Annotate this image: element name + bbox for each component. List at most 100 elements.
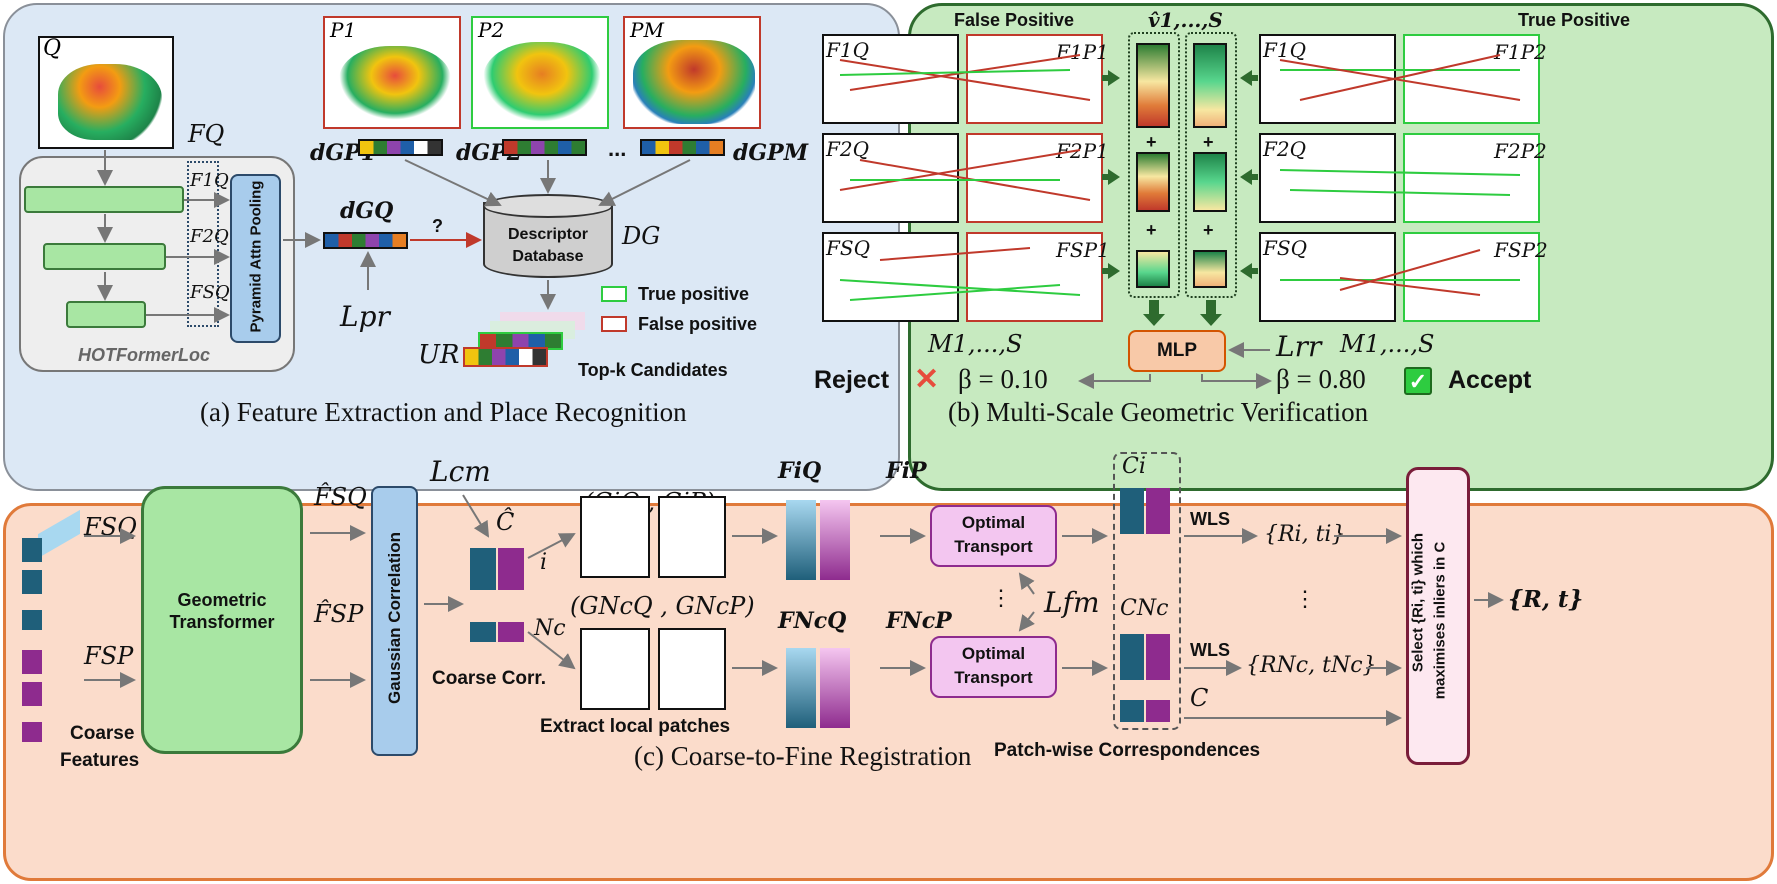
patch-nc-q [580, 628, 650, 710]
loss-cm: Lcm [430, 455, 491, 488]
ot-2a: Optimal [961, 644, 1026, 663]
descriptor-p1 [358, 139, 443, 156]
candidate-pm: PM [623, 16, 761, 129]
fine-feature-i-q [786, 500, 816, 580]
tp-query-s [1259, 232, 1396, 322]
fp-p1-label: F1P1 [1056, 40, 1109, 64]
panel-a-arrows [97, 150, 691, 323]
coarse-feature-q-3 [22, 570, 42, 594]
ot-vdots: ⋮ [990, 585, 1012, 610]
caption-a: (a) Feature Extraction and Place Recogni… [200, 397, 687, 427]
plus-1a: + [1146, 132, 1157, 152]
fp-query-s [822, 232, 959, 322]
tree-cloud [339, 46, 451, 120]
gaussian-correlation [371, 486, 418, 756]
true-positive-title: True Positive [1518, 10, 1631, 30]
coarse-feature-q-2 [22, 538, 42, 562]
descriptor-p2 [502, 139, 587, 156]
p1-label: P1 [330, 18, 357, 42]
fncp-label: FNcP [886, 608, 952, 634]
fsp-label: FSP [84, 642, 134, 670]
tp-q2-label: F2Q [1263, 137, 1306, 161]
corr-nc-q [1120, 634, 1144, 680]
tp-p1-label: F1P2 [1494, 40, 1547, 64]
accept-icon: ✓ [1404, 367, 1432, 395]
fp-match-lines [839, 54, 1091, 261]
tree-cloud [633, 40, 755, 124]
panel-b-arrows [1102, 70, 1258, 326]
fncq-label: FNcQ [778, 608, 847, 634]
optimal-transport-1 [930, 505, 1057, 567]
matches-left: M1,...,S [928, 330, 1023, 358]
tp-p2-label: F2P2 [1494, 139, 1547, 163]
plus-1b: + [1203, 132, 1214, 152]
reject-icon: ✕ [914, 363, 940, 396]
fip-label: FiP [886, 458, 927, 484]
tp-query-2 [1259, 133, 1396, 223]
model-name: HOTFormerLoc [78, 345, 211, 365]
caption-b: (b) Multi-Scale Geometric Verification [948, 397, 1369, 427]
ot-1a: Optimal [961, 513, 1026, 532]
encoder-level-2 [43, 243, 166, 270]
mlp-label: MLP [1156, 340, 1198, 361]
coarse-corr-p [498, 548, 524, 590]
f1-label: F1Q [190, 170, 229, 191]
fsp-hat-label: F̂SP [314, 600, 364, 628]
cnc-label: CNc [1120, 596, 1169, 621]
corr-nc-q2 [1120, 700, 1144, 722]
mlp-box [1128, 330, 1226, 372]
plus-2b: + [1203, 220, 1214, 240]
tp-candidate-1 [1403, 34, 1540, 124]
f2-label: F2Q [190, 226, 229, 247]
tp-score-s [1193, 250, 1227, 288]
matches-right: M1,...,S [1340, 330, 1435, 358]
descriptor-dots: ... [608, 136, 627, 161]
loss-rr: Lrr [1276, 330, 1322, 363]
rt-vdots: ⋮ [1294, 586, 1316, 611]
corr-nc-p [1146, 634, 1170, 680]
fp-candidate-1 [966, 34, 1103, 124]
reject-label: Reject [814, 366, 890, 394]
query-point-cloud: Q [38, 36, 174, 149]
loss-fm: Lfm [1044, 586, 1100, 619]
fine-feature-i-p [820, 500, 850, 580]
accept-label: Accept [1448, 366, 1532, 394]
db-line2: Database [512, 248, 584, 265]
tp-ps-label: FSP2 [1494, 238, 1548, 262]
fp-score-2 [1136, 152, 1170, 212]
coarse-features-2: Features [60, 750, 140, 771]
fp-score-1 [1136, 43, 1170, 128]
coarse-corr-p2 [498, 622, 524, 642]
patch-i-q [580, 496, 650, 578]
corr-i-p [1146, 488, 1170, 534]
topk-label: Top-k Candidates [578, 360, 728, 380]
coarse-feature-p-1 [22, 650, 42, 674]
candidate-p1: P1 [323, 16, 461, 129]
topk-stack-front [463, 347, 548, 367]
coarse-feature-p-2 [22, 682, 42, 706]
coarse-features-1: Coarse [70, 723, 135, 744]
tree-cloud [483, 42, 601, 122]
db-symbol: DG [622, 222, 661, 250]
accept-beta: β = 0.80 [1276, 364, 1366, 394]
fs-label: FSQ [190, 282, 230, 303]
fp-qs-label: FSQ [826, 236, 870, 260]
ur-label: UR [418, 340, 460, 370]
caption-c: (c) Coarse-to-Fine Registration [634, 741, 972, 771]
tp-score-2 [1193, 152, 1227, 212]
encoder-level-1 [24, 186, 184, 213]
coarse-corr-q2 [470, 622, 496, 642]
fp-candidate-s [966, 232, 1103, 322]
pyramid-attn-pooling [230, 174, 281, 343]
tp-candidate-2 [1403, 133, 1540, 223]
pair-nc: (GNcQ , GNcP) [570, 592, 755, 620]
candidate-p2: P2 [471, 16, 609, 129]
descriptor-pm [640, 139, 725, 156]
idx-i: i [540, 550, 548, 575]
patch-i-p [658, 496, 726, 578]
d-pm-label: dGPM [733, 140, 809, 166]
v-hat-label: v̂1,...,S [1148, 8, 1223, 32]
fp-green-lines [839, 69, 1081, 301]
question-mark: ? [432, 216, 443, 236]
